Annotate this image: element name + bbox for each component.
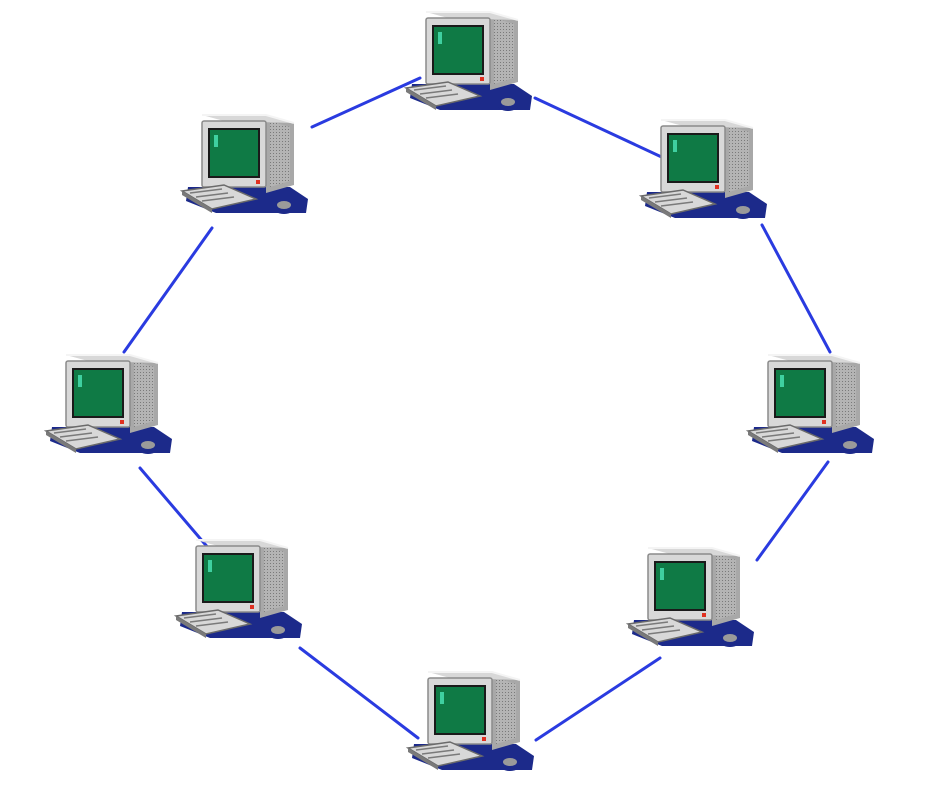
link-upper-right-to-right bbox=[760, 223, 832, 354]
computer-icon bbox=[640, 119, 768, 220]
ring-nodes bbox=[45, 11, 875, 772]
computer-icon bbox=[747, 354, 875, 455]
node-lower-right bbox=[627, 547, 755, 648]
link-left-to-upper-left bbox=[122, 226, 214, 354]
node-bottom bbox=[407, 671, 535, 772]
link-bottom-to-lower-left bbox=[298, 646, 420, 740]
computer-icon bbox=[45, 354, 173, 455]
node-top bbox=[405, 11, 533, 112]
link-lower-left-to-left bbox=[138, 466, 212, 552]
computer-icon bbox=[407, 671, 535, 772]
computer-icon bbox=[627, 547, 755, 648]
ring-links bbox=[122, 76, 832, 742]
link-upper-left-to-top bbox=[310, 76, 422, 129]
node-upper-right bbox=[640, 119, 768, 220]
computer-icon bbox=[181, 114, 309, 215]
node-right bbox=[747, 354, 875, 455]
node-lower-left bbox=[175, 539, 303, 640]
node-left bbox=[45, 354, 173, 455]
computer-icon bbox=[175, 539, 303, 640]
link-top-to-upper-right bbox=[533, 96, 670, 162]
node-upper-left bbox=[181, 114, 309, 215]
link-lower-right-to-bottom bbox=[534, 656, 662, 742]
computer-icon bbox=[405, 11, 533, 112]
link-right-to-lower-right bbox=[755, 460, 830, 562]
